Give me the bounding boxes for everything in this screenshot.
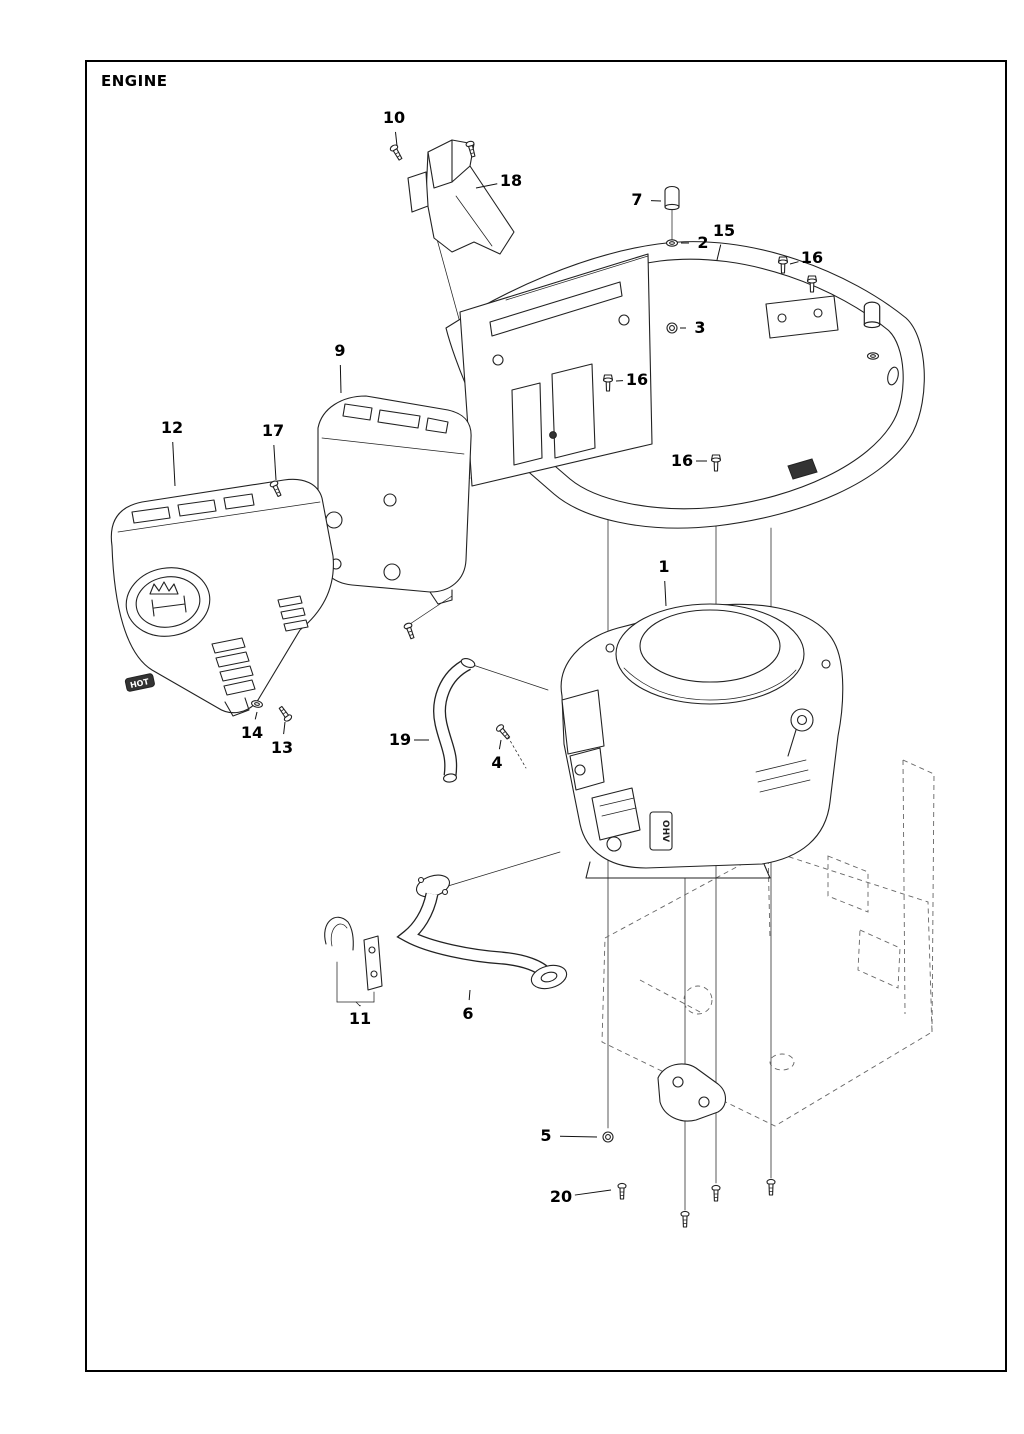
pipe-clamp — [324, 916, 383, 991]
engine-mount-bracket — [657, 1063, 727, 1122]
callout-number: 19 — [389, 730, 411, 749]
air-baffle-bracket — [407, 139, 515, 255]
callout-layer: 10 18 7 2 15 16 3 16 16 9 17 12 1 14 13 19 4 11 6 5 20 — [161, 108, 823, 1206]
engine-cover-front: HOT — [110, 478, 334, 717]
callout-leader-line — [559, 1135, 598, 1138]
screw-20d — [766, 1178, 776, 1196]
chassis-ghost-reference — [601, 759, 935, 1127]
screw-20b — [680, 1210, 690, 1228]
callout-leader-line — [475, 183, 498, 189]
screw-4 — [494, 722, 512, 742]
callout-leader-line — [498, 739, 502, 750]
callout-number: 17 — [262, 421, 284, 440]
callout-leader-line — [716, 244, 722, 261]
callout-number: 1 — [658, 557, 669, 576]
engine-assembly: OHV — [560, 603, 844, 879]
page-title: ENGINE — [101, 72, 168, 90]
screw-13 — [276, 704, 294, 723]
cap-plug-7b — [863, 301, 881, 329]
callout-number: 13 — [271, 738, 293, 757]
callout-leader-line — [664, 580, 667, 607]
callout-number: 3 — [694, 318, 705, 337]
breather-hose — [433, 657, 476, 783]
callout-leader-line — [468, 989, 471, 1001]
callout-number: 16 — [671, 451, 693, 470]
washer-2 — [665, 239, 679, 247]
nut-5 — [602, 1131, 614, 1143]
callout-number: 15 — [713, 221, 735, 240]
callout-number: 2 — [697, 233, 708, 252]
callout-leader-line — [273, 444, 277, 481]
engine-mounting-plate — [459, 253, 653, 487]
cap-plug-7 — [664, 185, 680, 211]
washer-14 — [250, 699, 264, 709]
callout-number: 18 — [500, 171, 522, 190]
engine-cover-rear — [317, 395, 472, 605]
callout-number: 9 — [334, 341, 345, 360]
callout-number: 4 — [491, 753, 502, 772]
callout-number: 16 — [626, 370, 648, 389]
callout-leader-line — [574, 1189, 612, 1196]
fasteners — [250, 139, 881, 1228]
callout-number: 7 — [631, 190, 642, 209]
screw-20c — [711, 1184, 721, 1202]
hot-warning-badge: HOT — [124, 673, 155, 692]
screw-10 — [388, 143, 405, 162]
muffler-pipe — [396, 874, 568, 990]
callout-number: 10 — [383, 108, 405, 127]
callout-number: 14 — [241, 723, 263, 742]
callout-number: 5 — [540, 1126, 551, 1145]
callout-leader-line — [394, 131, 398, 147]
callout-leader-line — [283, 721, 286, 735]
callout-number: 16 — [801, 248, 823, 267]
callout-number: 12 — [161, 418, 183, 437]
screw-cover — [402, 621, 417, 641]
callout-number: 11 — [349, 1009, 371, 1028]
washer-2b — [866, 352, 880, 360]
cover-hot-marking: HOT — [129, 677, 150, 690]
callout-leader-line — [339, 364, 342, 394]
engine-ohv-marking: OHV — [660, 820, 670, 842]
screw-4-thread-line — [507, 736, 527, 769]
callout-leader-line — [172, 441, 176, 487]
nut-3 — [666, 322, 678, 334]
husqvarna-crown-logo — [125, 567, 211, 637]
callout-leader-line — [789, 261, 799, 265]
screw-20a — [617, 1182, 627, 1200]
callout-number: 20 — [550, 1187, 572, 1206]
callout-leader-line — [254, 711, 258, 720]
callout-number: 6 — [462, 1004, 473, 1023]
